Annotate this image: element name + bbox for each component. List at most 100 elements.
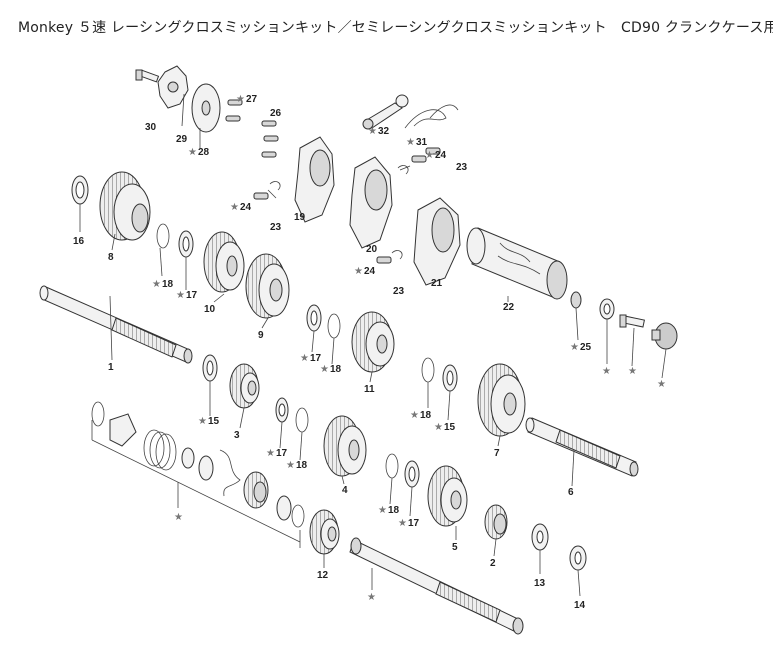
washer-17-c [306, 304, 322, 332]
label-18-e: 18 [388, 505, 400, 516]
shift-fork-20 [349, 156, 393, 249]
pin-24-a [253, 192, 269, 200]
star-washer-drum: ★ [602, 366, 611, 377]
label-24-b: 24 [435, 150, 447, 161]
clip-23-b [397, 165, 409, 175]
star-24-b: ★ [425, 150, 434, 161]
star-18-b: ★ [320, 364, 329, 375]
label-10: 10 [204, 304, 216, 315]
label-2: 2 [490, 558, 496, 569]
drum-bolt [619, 314, 645, 328]
label-30: 30 [145, 122, 157, 133]
washer-15-b [442, 364, 458, 392]
circlip-18-b [295, 407, 309, 433]
pin-27 [225, 99, 243, 122]
mainshaft-1 [39, 285, 193, 364]
long-shaft [349, 537, 524, 635]
gear-9 [245, 253, 290, 319]
gear-12 [309, 509, 340, 555]
star-18-e: ★ [378, 505, 387, 516]
spring-31 [404, 104, 459, 129]
gear-10 [203, 231, 245, 293]
label-31: 31 [416, 137, 428, 148]
star-31: ★ [406, 137, 415, 148]
star-15-b: ★ [434, 422, 443, 433]
label-11: 11 [364, 384, 375, 395]
label-5: 5 [452, 542, 458, 553]
label-18-d: 18 [420, 410, 432, 421]
label-17-c: 17 [276, 448, 288, 459]
label-8: 8 [108, 252, 114, 263]
washer-17-b [275, 397, 289, 423]
gear-7 [477, 363, 526, 437]
kit-wire-spring [219, 449, 241, 497]
label-17-a: 17 [186, 290, 198, 301]
label-18-b: 18 [330, 364, 342, 375]
leader-lines [79, 93, 667, 597]
clip-23-c [391, 250, 403, 260]
label-29: 29 [176, 134, 188, 145]
bolt-30 [135, 69, 160, 83]
label-25: 25 [580, 342, 592, 353]
star-28: ★ [188, 147, 197, 158]
pin-24-b [411, 147, 441, 163]
label-26: 26 [270, 108, 282, 119]
label-18-a: 18 [162, 279, 174, 290]
washer-16 [71, 175, 89, 205]
label-19: 19 [294, 212, 306, 223]
stopper-arm-32 [362, 94, 409, 130]
circlip-18-d [421, 357, 435, 383]
kit-washers [181, 447, 214, 481]
star-24-a: ★ [230, 202, 239, 213]
label-28: 28 [198, 147, 210, 158]
label-4: 4 [342, 485, 348, 496]
circlip-18-a [156, 223, 170, 249]
label-22: 22 [503, 302, 515, 313]
page-title: Monkey ５速 レーシングクロスミッションキット／セミレーシングクロスミッシ… [18, 20, 773, 36]
washer-15-a [202, 354, 218, 382]
label-24-a: 24 [240, 202, 252, 213]
star-17-c: ★ [266, 448, 275, 459]
gear-11 [351, 311, 395, 373]
shift-drum-22 [466, 227, 568, 300]
drum-cap [651, 322, 678, 350]
label-32: 32 [378, 126, 390, 137]
star-drum-bolt: ★ [628, 366, 637, 377]
star-17-d: ★ [398, 518, 407, 529]
label-23-a: 23 [456, 162, 468, 173]
countershaft-6 [525, 417, 639, 477]
star-drum-cap: ★ [657, 379, 666, 390]
label-13: 13 [534, 578, 546, 589]
star-17-b: ★ [300, 353, 309, 364]
part-labels: 30 29 ★ 28 ★ 27 26 ★ 32 ★ 31 ★ 24 23 ★ 2… [73, 94, 666, 611]
kit-rings-right [276, 495, 305, 528]
star-18-a: ★ [152, 279, 161, 290]
star-kit: ★ [174, 512, 183, 523]
label-18-c: 18 [296, 460, 308, 471]
label-7: 7 [494, 448, 500, 459]
star-long-shaft: ★ [367, 592, 376, 603]
star-17-a: ★ [176, 290, 185, 301]
label-6: 6 [568, 487, 574, 498]
label-3: 3 [234, 430, 240, 441]
label-15-b: 15 [444, 422, 456, 433]
label-27: 27 [246, 94, 258, 105]
label-23-c: 23 [393, 286, 405, 297]
pin-24-c [376, 256, 392, 264]
kit-ring-left [91, 401, 105, 427]
kit-needle-bearing [243, 471, 269, 509]
star-18-d: ★ [410, 410, 419, 421]
kit-bracket-lines [91, 420, 301, 548]
gear-2 [484, 504, 508, 540]
collar-25 [570, 291, 582, 309]
pins-26 [261, 120, 279, 158]
washer-drum [599, 298, 615, 320]
washer-14 [569, 545, 587, 571]
kit-bracket [109, 413, 137, 447]
star-18-c: ★ [286, 460, 295, 471]
gear-3 [229, 363, 260, 409]
label-17-d: 17 [408, 518, 420, 529]
label-20: 20 [366, 244, 378, 255]
label-12: 12 [317, 570, 329, 581]
